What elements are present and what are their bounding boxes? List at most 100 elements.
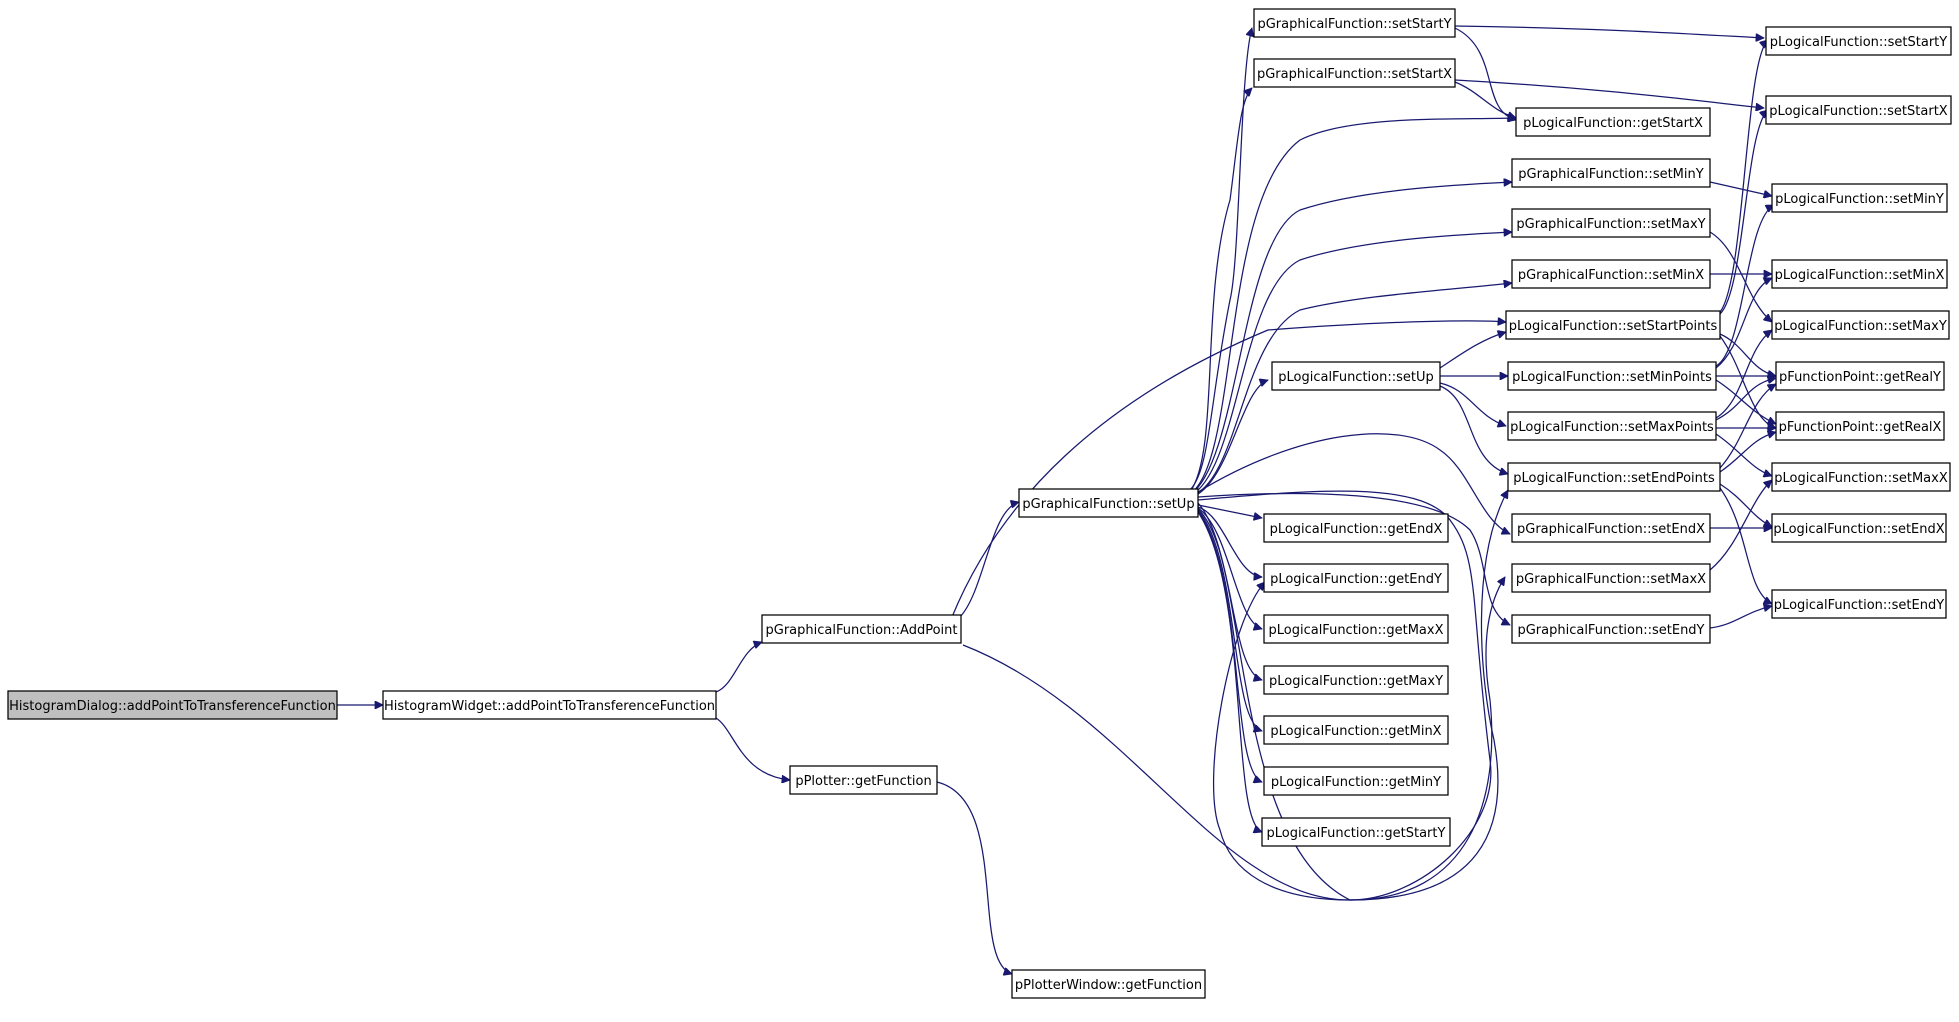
node-label: pLogicalFunction::getStartX: [1523, 116, 1703, 131]
graph-node-gsetstartx[interactable]: pGraphicalFunction::setStartX: [1253, 58, 1456, 88]
graph-node-gsetminy[interactable]: pGraphicalFunction::setMinY: [1511, 158, 1711, 188]
graph-node-lsetendpoints[interactable]: pLogicalFunction::setEndPoints: [1507, 462, 1721, 492]
graph-node-lsetminy[interactable]: pLogicalFunction::setMinY: [1771, 183, 1948, 213]
edge: [1709, 231, 1772, 322]
edge: [1719, 40, 1768, 313]
graph-node-lgetstartx[interactable]: pLogicalFunction::getStartX: [1515, 107, 1711, 137]
graph-node-gsetstarty[interactable]: pGraphicalFunction::setStartY: [1253, 8, 1456, 38]
node-box[interactable]: [1511, 563, 1711, 593]
graph-node-lgetendy[interactable]: pLogicalFunction::getEndY: [1263, 563, 1449, 593]
edge: [1189, 182, 1512, 496]
node-box[interactable]: [1263, 614, 1449, 644]
node-label: pGraphicalFunction::setStartY: [1257, 17, 1451, 32]
graph-node-fpgetrealy[interactable]: pFunctionPoint::getRealY: [1775, 361, 1945, 391]
graph-node-lgetstarty[interactable]: pLogicalFunction::getStartY: [1261, 817, 1451, 847]
graph-node-gsetmaxy[interactable]: pGraphicalFunction::setMaxY: [1511, 208, 1711, 238]
node-box[interactable]: [761, 614, 962, 644]
node-box[interactable]: [1263, 513, 1449, 543]
node-box[interactable]: [1507, 411, 1717, 441]
node-box[interactable]: [1507, 462, 1721, 492]
graph-node-lgetminy[interactable]: pLogicalFunction::getMinY: [1263, 766, 1449, 796]
node-box[interactable]: [1511, 513, 1711, 543]
graph-node-gsetmaxx[interactable]: pGraphicalFunction::setMaxX: [1511, 563, 1711, 593]
node-box[interactable]: [1771, 259, 1948, 289]
node-label: pLogicalFunction::setUp: [1278, 370, 1434, 385]
node-label: pLogicalFunction::setMinY: [1775, 192, 1944, 207]
node-label: pGraphicalFunction::setEndX: [1517, 522, 1705, 537]
node-box[interactable]: [1253, 58, 1456, 88]
node-box[interactable]: [1261, 817, 1451, 847]
node-box[interactable]: [1771, 513, 1947, 543]
node-box[interactable]: [1018, 488, 1199, 518]
graph-node-addpoint[interactable]: pGraphicalFunction::AddPoint: [761, 614, 962, 644]
node-box[interactable]: [1771, 310, 1950, 340]
graph-node-lsetminx[interactable]: pLogicalFunction::setMinX: [1771, 259, 1948, 289]
node-box[interactable]: [1771, 462, 1951, 492]
node-box[interactable]: [1011, 969, 1206, 999]
edge: [1439, 382, 1506, 426]
graph-node-getfunc[interactable]: pPlotter::getFunction: [789, 765, 938, 795]
node-box[interactable]: [1271, 361, 1441, 391]
graph-node-fpgetrealx[interactable]: pFunctionPoint::getRealX: [1775, 411, 1945, 441]
graph-node-gsetup[interactable]: pGraphicalFunction::setUp: [1018, 488, 1199, 518]
graph-node-gsetendx[interactable]: pGraphicalFunction::setEndX: [1511, 513, 1711, 543]
node-box[interactable]: [1263, 665, 1449, 695]
graph-node-lgetmaxy[interactable]: pLogicalFunction::getMaxY: [1263, 665, 1449, 695]
node-box[interactable]: [1263, 563, 1449, 593]
graph-node-lsetmaxy[interactable]: pLogicalFunction::setMaxY: [1771, 310, 1950, 340]
edge: [1189, 118, 1516, 495]
graph-node-gsetendy[interactable]: pGraphicalFunction::setEndY: [1511, 614, 1711, 644]
node-box[interactable]: [1507, 361, 1717, 391]
graph-node-lsetendy[interactable]: pLogicalFunction::setEndY: [1771, 589, 1947, 619]
graph-node-lsetendx[interactable]: pLogicalFunction::setEndX: [1771, 513, 1947, 543]
edge: [1454, 79, 1764, 108]
node-box[interactable]: [1775, 411, 1945, 441]
node-box[interactable]: [382, 690, 717, 720]
node-box[interactable]: [1775, 361, 1945, 391]
node-label: pLogicalFunction::getMinX: [1270, 724, 1441, 739]
node-box[interactable]: [1505, 310, 1721, 340]
node-box[interactable]: [1765, 95, 1952, 125]
node-label: pFunctionPoint::getRealX: [1779, 420, 1942, 435]
node-label: pLogicalFunction::setStartPoints: [1509, 319, 1718, 334]
graph-node-hw[interactable]: HistogramWidget::addPointToTransferenceF…: [382, 690, 717, 720]
graph-node-lsetstarty[interactable]: pLogicalFunction::setStartY: [1765, 26, 1952, 56]
graph-node-lsetstartpoints[interactable]: pLogicalFunction::setStartPoints: [1505, 310, 1721, 340]
node-box[interactable]: [7, 690, 338, 720]
node-box[interactable]: [1515, 107, 1711, 137]
graph-node-gsetminx[interactable]: pGraphicalFunction::setMinX: [1511, 259, 1711, 289]
graph-node-lsetminpoints[interactable]: pLogicalFunction::setMinPoints: [1507, 361, 1717, 391]
graph-node-root[interactable]: HistogramDialog::addPointToTransferenceF…: [7, 690, 338, 720]
graph-node-lsetstartx[interactable]: pLogicalFunction::setStartX: [1765, 95, 1952, 125]
node-box[interactable]: [1771, 183, 1948, 213]
node-label: pLogicalFunction::setStartY: [1770, 35, 1947, 50]
node-box[interactable]: [1511, 259, 1711, 289]
node-box[interactable]: [1253, 8, 1456, 38]
graph-node-pwgetfunc[interactable]: pPlotterWindow::getFunction: [1011, 969, 1206, 999]
node-box[interactable]: [1511, 158, 1711, 188]
graph-node-lgetendx[interactable]: pLogicalFunction::getEndX: [1263, 513, 1449, 543]
node-box[interactable]: [789, 765, 938, 795]
edge: [1719, 483, 1772, 528]
node-box[interactable]: [1263, 766, 1449, 796]
edge: [1189, 232, 1512, 497]
edge: [1197, 492, 1510, 626]
node-label: pGraphicalFunction::setEndY: [1517, 623, 1704, 638]
edge: [1715, 278, 1772, 369]
node-label: pGraphicalFunction::setMaxY: [1516, 217, 1705, 232]
node-box[interactable]: [1263, 715, 1449, 745]
graph-node-lsetup[interactable]: pLogicalFunction::setUp: [1271, 361, 1441, 391]
node-box[interactable]: [1511, 614, 1711, 644]
node-box[interactable]: [1511, 208, 1711, 238]
node-box[interactable]: [1765, 26, 1952, 56]
node-label: pLogicalFunction::setEndX: [1773, 522, 1944, 537]
node-box[interactable]: [1771, 589, 1947, 619]
node-label: pLogicalFunction::setMaxY: [1774, 319, 1947, 334]
graph-node-lsetmaxpoints[interactable]: pLogicalFunction::setMaxPoints: [1507, 411, 1717, 441]
graph-node-lgetminx[interactable]: pLogicalFunction::getMinX: [1263, 715, 1449, 745]
edge: [1189, 380, 1268, 499]
edge: [1189, 28, 1252, 491]
edge: [936, 781, 1012, 974]
graph-node-lsetmaxx[interactable]: pLogicalFunction::setMaxX: [1771, 462, 1951, 492]
graph-node-lgetmaxx[interactable]: pLogicalFunction::getMaxX: [1263, 614, 1449, 644]
